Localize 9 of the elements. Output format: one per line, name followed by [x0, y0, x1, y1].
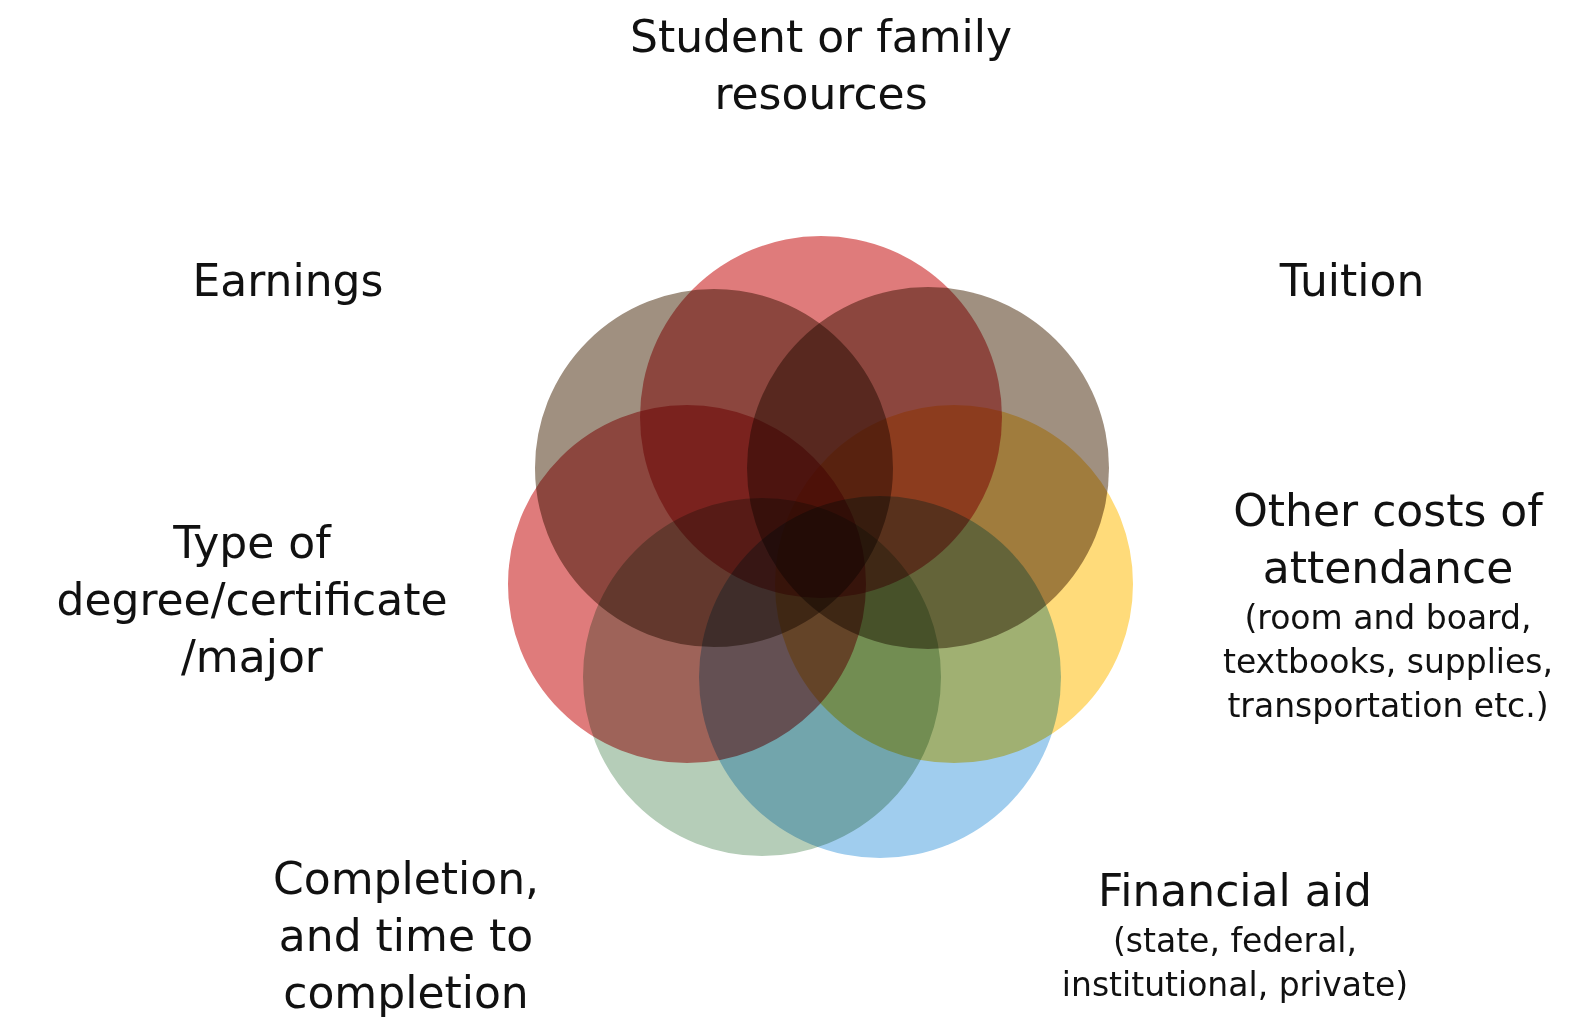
circle-label: Earnings [191, 254, 385, 308]
circle-sublabel: (room and board, textbooks, supplies, transportation etc.) [1221, 597, 1555, 727]
circle-sublabel: (state, federal, institutional, private) [1060, 920, 1410, 1006]
circle-label: Tuition [1278, 254, 1426, 308]
circle-label: Completion, and time to completion [272, 852, 540, 1020]
circle-label: Other costs of attendance [1232, 484, 1545, 595]
circle-label: Type of degree/certificate /major [55, 516, 449, 684]
circle-label: Student or family resources [629, 10, 1013, 121]
circle-label: Financial aid [1097, 864, 1373, 918]
